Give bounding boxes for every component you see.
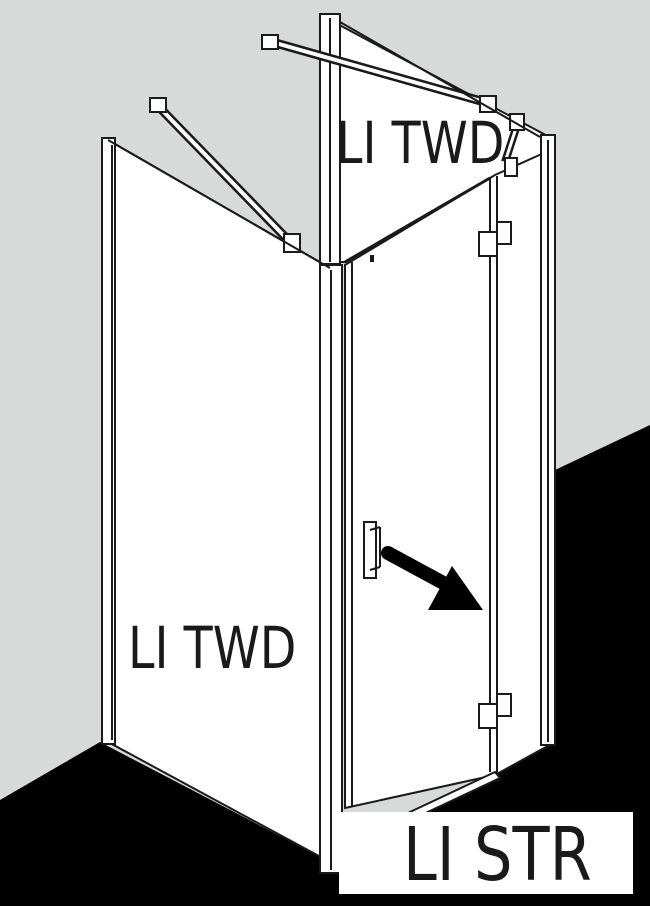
stabiliser-bar-back <box>261 34 497 113</box>
back-panel-label: LI TWD <box>336 109 505 177</box>
floor-right <box>520 425 650 906</box>
stabiliser-bar-left <box>107 97 331 269</box>
side-panel-label: LI TWD <box>128 614 297 682</box>
corner-connector <box>339 21 541 177</box>
door-glass-panel <box>344 146 556 810</box>
floor-left <box>0 742 330 906</box>
upper-hinge <box>478 221 512 257</box>
side-wall-profile <box>101 137 116 745</box>
door-label: LI STR <box>403 812 592 898</box>
opening-direction-arrow <box>381 546 483 610</box>
lower-hinge <box>478 693 512 729</box>
door-handle <box>363 521 381 579</box>
door-label-box <box>339 812 633 894</box>
